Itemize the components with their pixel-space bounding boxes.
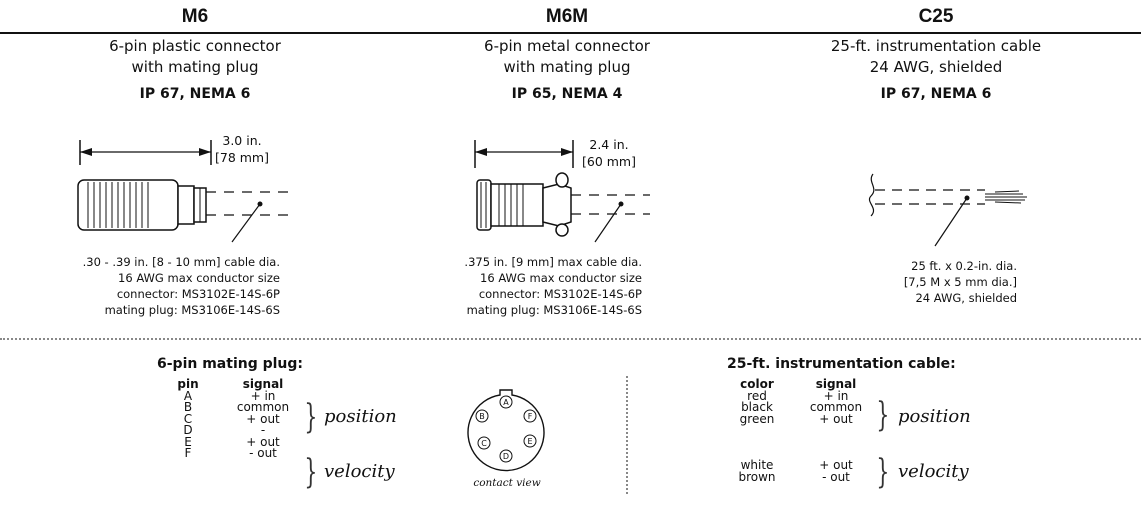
m6-dim-mm: [78 mm] <box>215 150 269 165</box>
m6m-spec-1: .375 in. [9 mm] max cable dia. <box>464 255 642 269</box>
cable-color-column-2: white brown <box>732 458 782 484</box>
column-m6: M6 6-pin plastic connector with mating p… <box>5 0 385 104</box>
plug-signal-f: - out <box>249 446 277 460</box>
m6-spec-2: 16 AWG max conductor size <box>118 271 280 285</box>
m6-spec-4: mating plug: MS3106E-14S-6S <box>104 303 280 317</box>
plug-signal-column: signal + in common + out - + out - out <box>230 377 296 460</box>
m6-connector-drawing <box>77 140 288 243</box>
cable-signal-white: + out <box>819 458 853 472</box>
contact-pin-d <box>499 449 513 463</box>
m6-title: M6 <box>181 6 209 27</box>
cable-velocity-label: velocity <box>898 461 969 482</box>
cable-velocity-brace: } <box>876 452 890 492</box>
m6m-line2: with mating plug <box>503 58 631 76</box>
plug-signal-d: - <box>260 423 266 437</box>
m6-specs: .30 - .39 in. [8 - 10 mm] cable dia. 16 … <box>60 254 280 318</box>
c25-specs: 25 ft. x 0.2-in. dia. [7,5 M x 5 mm dia.… <box>880 258 1017 306</box>
contact-pin-c-label: C <box>481 439 487 448</box>
m6m-dim-in: 2.4 in. <box>589 137 629 152</box>
column-c25: C25 25-ft. instrumentation cable 24 AWG,… <box>746 0 1126 104</box>
table-divider <box>626 376 628 494</box>
header-rule <box>0 32 1141 34</box>
c25-spec-3: 24 AWG, shielded <box>915 291 1017 305</box>
cable-signal-column: signal + in common + out <box>806 377 866 426</box>
m6-line1: 6-pin plastic connector <box>109 37 281 55</box>
cable-signal-brown: - out <box>822 469 850 484</box>
m6-rating: IP 67, NEMA 6 <box>139 86 251 102</box>
m6m-spec-3: connector: MS3102E-14S-6P <box>478 287 642 301</box>
c25-line2: 24 AWG, shielded <box>869 58 1003 76</box>
plug-position-brace: } <box>304 397 318 437</box>
contact-pin-f-label: F <box>528 412 533 421</box>
cable-color-brown: brown <box>738 469 776 484</box>
plug-signal-header: signal <box>242 377 284 391</box>
plug-pin-column: pin A B C D E F <box>168 377 208 460</box>
plug-pin-d: D <box>183 423 193 437</box>
cable-color-black: black <box>741 400 773 414</box>
plug-pin-f: F <box>184 446 192 460</box>
cable-position-label: position <box>898 406 971 427</box>
c25-spec-2: [7,5 M x 5 mm dia.] <box>903 275 1017 289</box>
c25-spec-1: 25 ft. x 0.2-in. dia. <box>911 259 1017 273</box>
contact-pin-f <box>523 409 537 423</box>
cable-position-brace: } <box>876 395 890 435</box>
m6-dim-in: 3.0 in. <box>222 133 262 148</box>
cable-color-header: color <box>740 377 774 391</box>
contact-pin-a <box>499 395 513 409</box>
m6m-connector-drawing <box>474 140 650 243</box>
plug-pin-c: C <box>183 411 193 426</box>
m6m-rating: IP 65, NEMA 4 <box>511 86 623 102</box>
contact-pin-c <box>477 436 491 450</box>
column-m6m: M6M 6-pin metal connector with mating pl… <box>377 0 757 104</box>
c25-line1: 25-ft. instrumentation cable <box>830 37 1042 55</box>
plug-signal-e: + out <box>246 434 280 449</box>
m6m-spec-4: mating plug: MS3106E-14S-6S <box>466 303 642 317</box>
contact-pin-d-label: D <box>503 452 509 461</box>
cable-color-red: red <box>747 388 767 403</box>
plug-signal-b: common <box>236 400 290 414</box>
plug-velocity-label: velocity <box>324 461 395 482</box>
contact-pin-a-label: A <box>503 398 509 407</box>
m6m-line1: 6-pin metal connector <box>484 37 650 55</box>
plug-table-title: 6-pin mating plug: <box>157 356 304 372</box>
m6-line2: with mating plug <box>131 58 259 76</box>
cable-color-white: white <box>740 458 774 472</box>
contact-pin-b-label: B <box>479 412 485 421</box>
plug-velocity-brace: } <box>304 452 318 492</box>
cable-signal-header: signal <box>815 377 857 391</box>
plug-pin-a: A <box>183 388 193 403</box>
m6m-specs: .375 in. [9 mm] max cable dia. 16 AWG ma… <box>420 254 642 318</box>
m6m-title: M6M <box>545 6 589 27</box>
plug-pin-header: pin <box>177 377 199 391</box>
cable-signal-green: + out <box>819 411 853 426</box>
m6-spec-1: .30 - .39 in. [8 - 10 mm] cable dia. <box>82 255 280 269</box>
section-divider <box>0 338 1141 340</box>
cable-color-column: color red black green <box>732 377 782 426</box>
m6m-dim-label: 2.4 in. [60 mm] <box>582 136 636 170</box>
plug-signal-a: + in <box>250 388 276 403</box>
m6m-spec-2: 16 AWG max conductor size <box>480 271 642 285</box>
m6-dim-label: 3.0 in. [78 mm] <box>215 132 269 166</box>
plug-pin-b: B <box>183 400 193 414</box>
contact-pin-e <box>523 434 537 448</box>
cable-table-title: 25-ft. instrumentation cable: <box>727 356 956 372</box>
cable-signal-column-2: + out - out <box>806 458 866 484</box>
c25-cable-drawing <box>868 173 1027 247</box>
contact-pin-e-label: E <box>527 437 532 446</box>
plug-signal-c: + out <box>246 411 280 426</box>
plug-pin-e: E <box>184 434 192 449</box>
c25-rating: IP 67, NEMA 6 <box>880 86 992 102</box>
plug-position-label: position <box>324 406 397 427</box>
contact-view-diagram: A F B C E D <box>467 389 545 472</box>
contact-pin-b <box>475 409 489 423</box>
cable-color-green: green <box>739 411 775 426</box>
m6m-dim-mm: [60 mm] <box>582 154 636 169</box>
m6-spec-3: connector: MS3102E-14S-6P <box>116 287 280 301</box>
contact-view-label: contact view <box>473 477 541 489</box>
cable-signal-black: common <box>809 400 863 414</box>
cable-signal-red: + in <box>823 388 849 403</box>
c25-title: C25 <box>918 6 954 27</box>
